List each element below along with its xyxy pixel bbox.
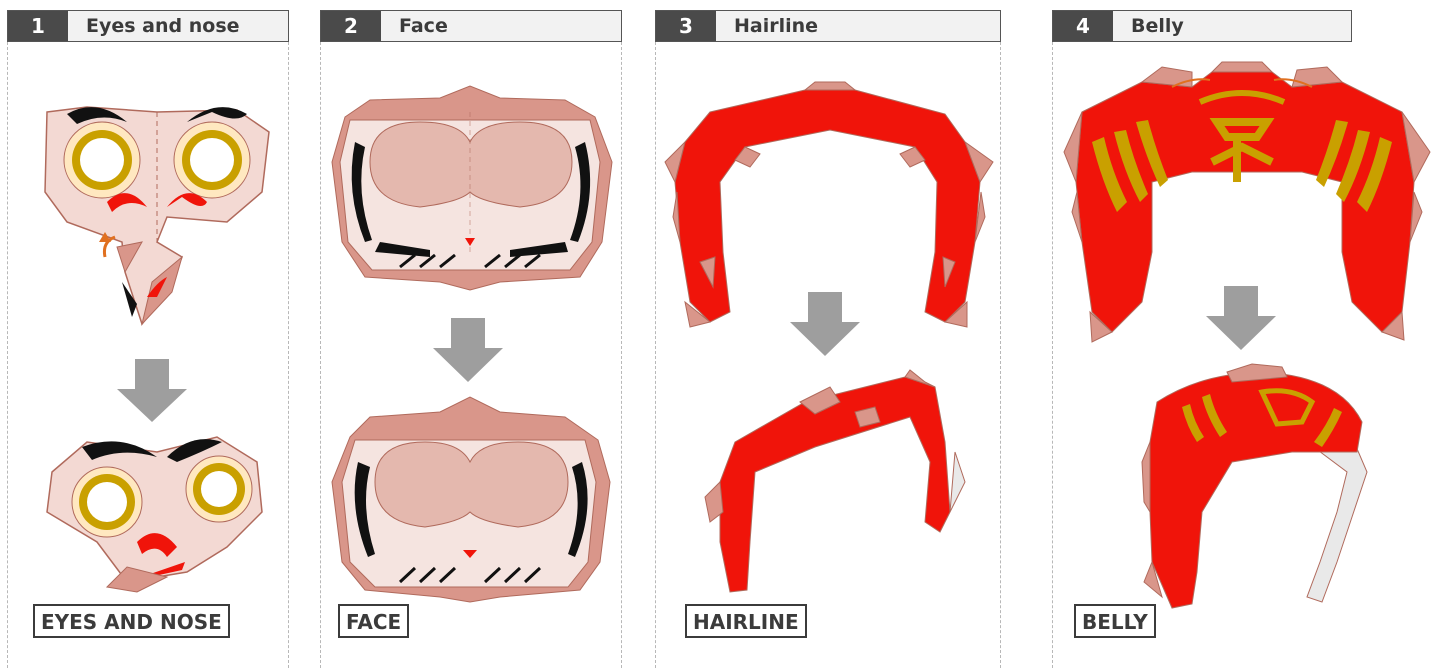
step-number: 4 (1053, 11, 1113, 41)
step-number: 1 (8, 11, 68, 41)
belly-illustration (1052, 42, 1444, 622)
step-title: Hairline (716, 11, 818, 41)
belly-folded-piece (1142, 364, 1367, 608)
down-arrow (117, 359, 187, 422)
step-1-header: 1 Eyes and nose (7, 10, 289, 42)
step-title: Belly (1113, 11, 1184, 41)
down-arrow (1206, 286, 1276, 350)
down-arrow (433, 318, 503, 382)
face-flat-piece (332, 86, 612, 290)
eyes-nose-illustration (7, 42, 289, 622)
step-caption: FACE (338, 604, 409, 638)
step-title: Face (381, 11, 448, 41)
step-caption: EYES AND NOSE (33, 604, 230, 638)
hairline-illustration (655, 42, 1001, 622)
hairline-flat-piece (665, 82, 993, 327)
step-4-header: 4 Belly (1052, 10, 1352, 42)
down-arrow (790, 292, 860, 356)
hairline-folded-piece (705, 370, 965, 592)
step-caption: BELLY (1074, 604, 1156, 638)
eyes-nose-folded-piece (47, 437, 262, 592)
face-illustration (320, 42, 622, 622)
step-title: Eyes and nose (68, 11, 240, 41)
step-1-panel: 1 Eyes and nose (7, 0, 289, 668)
step-caption: HAIRLINE (685, 604, 807, 638)
step-number: 3 (656, 11, 716, 41)
step-3-panel: 3 Hairline HAIRLINE (655, 0, 1001, 668)
step-3-header: 3 Hairline (655, 10, 1001, 42)
face-folded-piece (332, 397, 610, 602)
step-2-panel: 2 Face FACE (320, 0, 622, 668)
eyes-nose-flat-piece (45, 107, 269, 324)
step-number: 2 (321, 11, 381, 41)
step-2-header: 2 Face (320, 10, 622, 42)
step-4-panel: 4 Belly (1052, 0, 1444, 668)
